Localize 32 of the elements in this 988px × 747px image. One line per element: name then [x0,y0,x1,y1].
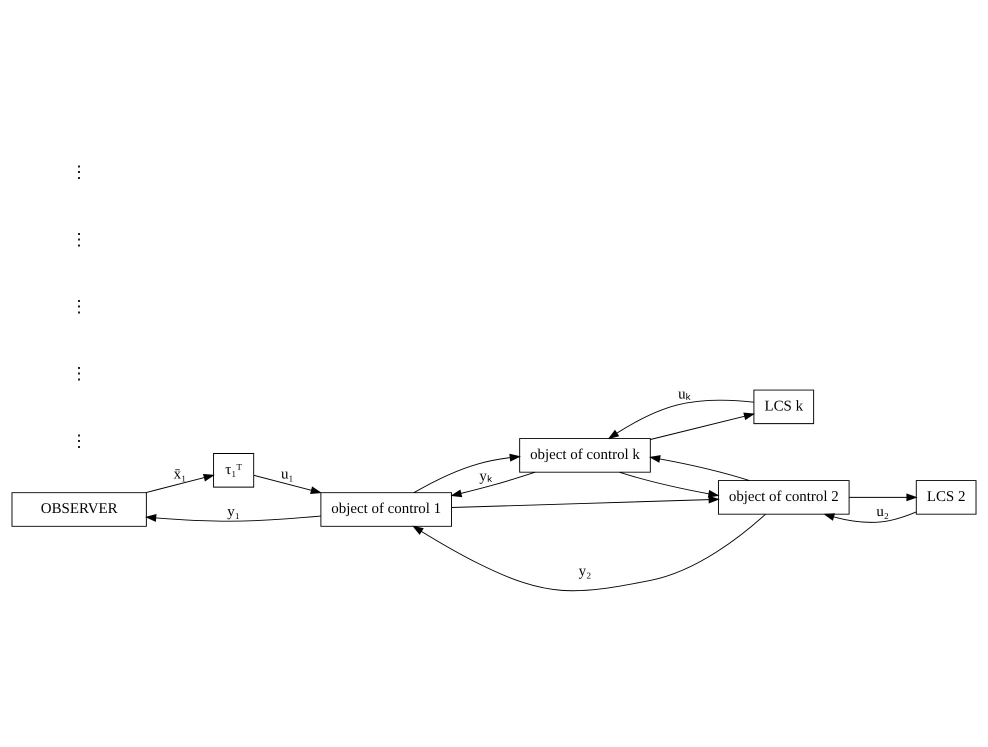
arrow [618,471,720,498]
arrow [650,412,756,440]
edge-label: u₁ [280,466,294,482]
arrow [450,471,536,497]
label: ⋮ [70,229,88,248]
edge-label: uₖ [678,386,691,402]
arrow [608,399,754,439]
arrow [145,514,322,522]
node-box: LCS 2 [916,480,976,514]
edge-label: y₁ [227,503,240,520]
arrow [412,513,766,591]
arrow [451,495,720,508]
label: ⋮ [70,364,88,383]
label: ⋮ [70,162,88,182]
edge-label: yₖ [479,468,492,484]
node-box: object of control 2 [718,480,850,514]
arrow [849,492,918,501]
arrow [253,474,322,494]
node-box: object of control k [519,438,651,472]
node-box: OBSERVER [12,492,147,526]
arrow [649,454,750,480]
arrow [823,511,917,522]
arrow [414,453,521,493]
edge-label: x̄₁ [174,466,186,482]
node-box: τ₁ᵀ [213,452,254,488]
label: ⋮ [70,430,88,450]
edge-label: y₂ [578,563,592,580]
arrow [145,473,215,493]
node-box: object of control 1 [320,492,452,526]
label: ⋮ [70,296,88,316]
edge-label: u₂ [876,503,890,520]
node-box: LCS k [753,389,814,424]
